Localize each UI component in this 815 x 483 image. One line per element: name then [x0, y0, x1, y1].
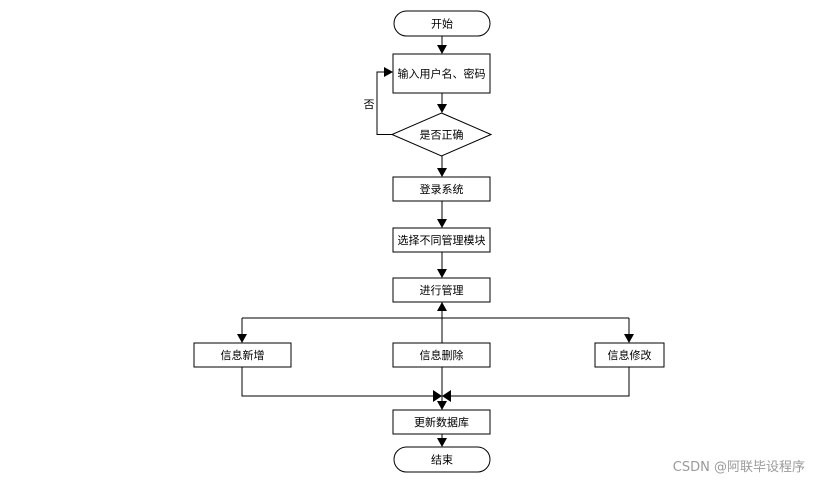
- edge-input-to-check: [437, 93, 447, 113]
- login-system-label: 登录系统: [420, 182, 464, 196]
- edge-update-to-end: [437, 434, 447, 447]
- end-node: 结束: [393, 446, 491, 473]
- edge-check-no-loop: [376, 67, 393, 135]
- input-credentials-label: 输入用户名、密码: [398, 67, 486, 81]
- no-branch-label: 否: [364, 98, 375, 111]
- edge-manage-branches: [237, 302, 634, 343]
- check-correct-label: 是否正确: [420, 129, 464, 142]
- start-node: 开始: [393, 10, 491, 37]
- info-add-node: 信息新增: [193, 342, 292, 368]
- update-database-node: 更新数据库: [392, 409, 491, 435]
- check-correct-node: 是否正确: [390, 112, 493, 157]
- info-add-label: 信息新增: [221, 348, 265, 362]
- edge-login-to-select: [437, 201, 447, 228]
- perform-management-label: 进行管理: [420, 283, 464, 297]
- info-delete-node: 信息删除: [392, 342, 491, 368]
- info-modify-node: 信息修改: [594, 342, 665, 368]
- watermark-text: CSDN @阿联毕设程序: [673, 460, 805, 475]
- edge-delete-to-manage-up: [437, 302, 447, 343]
- start-label: 开始: [431, 17, 453, 31]
- end-label: 结束: [431, 454, 453, 467]
- info-modify-label: 信息修改: [608, 348, 652, 362]
- perform-management-node: 进行管理: [392, 277, 491, 303]
- select-module-node: 选择不同管理模块: [392, 227, 491, 253]
- edge-start-to-input: [437, 36, 447, 54]
- edge-check-to-login: [437, 156, 447, 177]
- edge-select-to-manage: [437, 252, 447, 278]
- select-module-label: 选择不同管理模块: [398, 233, 486, 247]
- info-delete-label: 信息删除: [420, 348, 464, 362]
- input-credentials-node: 输入用户名、密码: [392, 53, 491, 94]
- edge-branches-merge: [241, 367, 630, 410]
- update-database-label: 更新数据库: [414, 415, 469, 429]
- login-system-node: 登录系统: [392, 176, 491, 202]
